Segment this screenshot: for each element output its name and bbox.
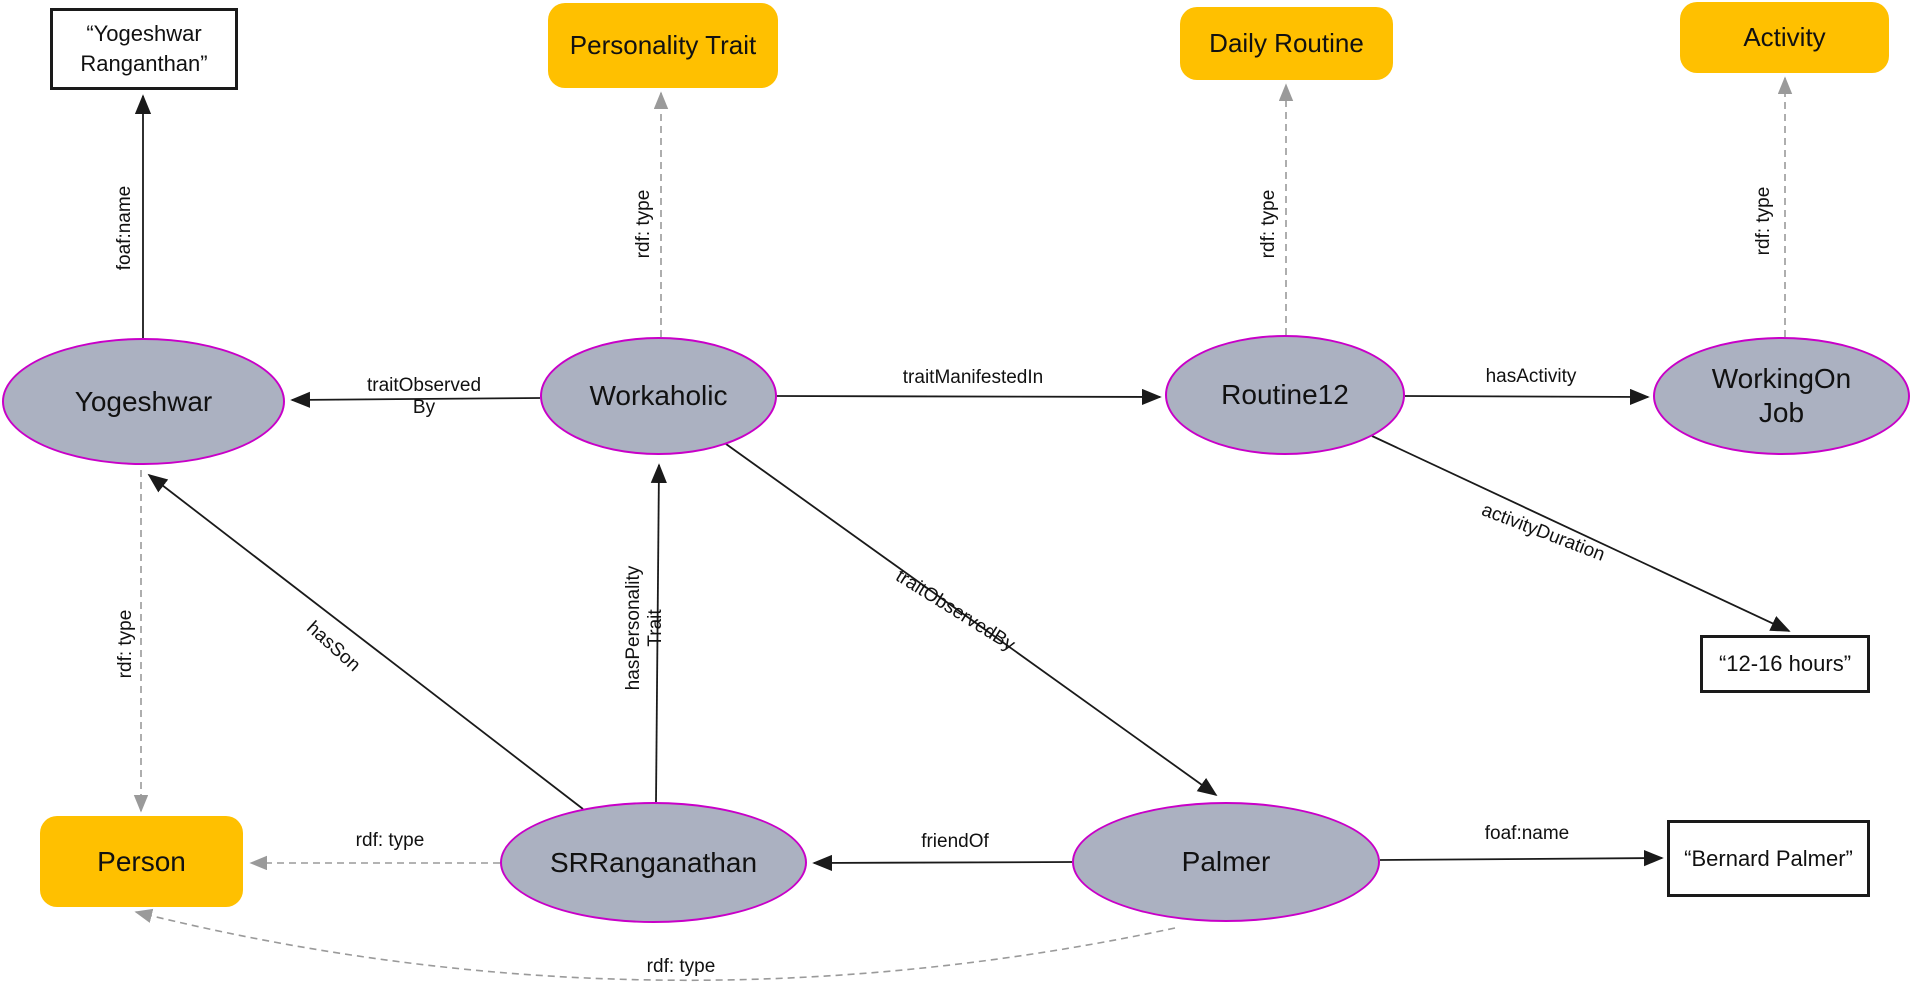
instance-srranganathan: SRRanganathan [500, 802, 807, 923]
literal-bernard-palmer: “Bernard Palmer” [1667, 820, 1870, 897]
label-friend-of: friendOf [921, 831, 989, 853]
edge-activity-duration [1371, 435, 1791, 632]
label-rdf-type-workingonjob: rdf: type [1753, 186, 1775, 256]
edge-has-son [147, 473, 584, 810]
instance-yogeshwar: Yogeshwar [2, 338, 285, 465]
edge-trait-observed-by-palmer [725, 443, 1218, 797]
label-trait-manifested-in: traitManifestedIn [902, 367, 1044, 389]
instance-working-on-job: WorkingOn Job [1653, 337, 1910, 455]
label-has-personality-trait: hasPersonality Trait [623, 565, 666, 691]
class-personality-trait: Personality Trait [548, 3, 778, 88]
label-foaf-name-palmer: foaf:name [1484, 823, 1570, 845]
edge-has-personality-trait [650, 463, 667, 803]
literal-yogeshwar-name: “Yogeshwar Ranganthan” [50, 8, 238, 90]
label-rdf-type-yogeshwar-person: rdf: type [115, 609, 137, 679]
edge-has-activity [1404, 388, 1650, 406]
label-rdf-type-workaholic: rdf: type [633, 189, 655, 259]
edge-trait-manifested-in [776, 388, 1162, 406]
instance-routine12: Routine12 [1165, 335, 1405, 455]
label-rdf-type-palmer-person: rdf: type [646, 956, 716, 978]
label-has-activity: hasActivity [1485, 366, 1577, 388]
label-foaf-name-yogeshwar: foaf:name [114, 185, 136, 271]
literal-duration: “12-16 hours” [1700, 635, 1870, 693]
edge-trait-observed-by-yogeshwar [290, 391, 541, 408]
label-trait-observed-by-short: traitObserved By [366, 375, 482, 418]
edge-friend-of [812, 854, 1073, 872]
instance-palmer: Palmer [1072, 802, 1380, 922]
edge-rdf-type-palmer-person [134, 908, 1176, 982]
class-person: Person [40, 816, 243, 907]
class-activity: Activity [1680, 2, 1889, 73]
label-rdf-type-srr-person: rdf: type [355, 830, 425, 852]
instance-workaholic: Workaholic [540, 337, 777, 455]
edge-foaf-name-palmer [1379, 850, 1664, 867]
label-rdf-type-routine12: rdf: type [1258, 189, 1280, 259]
class-daily-routine: Daily Routine [1180, 7, 1393, 80]
